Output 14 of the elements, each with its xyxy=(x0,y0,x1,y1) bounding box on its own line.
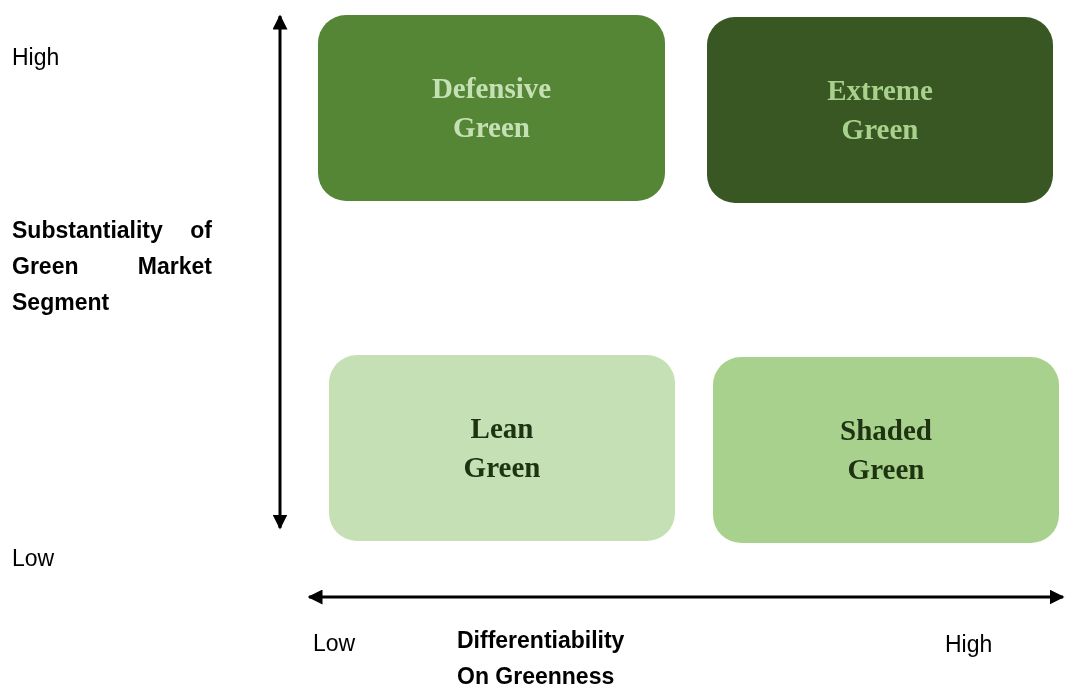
quadrant-box xyxy=(329,355,675,541)
axis-title: Differentiability On Greenness xyxy=(457,626,626,691)
quadrant-label: Defensive Green xyxy=(430,71,553,145)
quadrant-label: Shaded Green xyxy=(839,413,933,487)
axis-tick-label: High xyxy=(945,631,993,658)
axis-tick-label: Low xyxy=(12,545,55,572)
axis-tick-label: High xyxy=(12,44,60,71)
quadrant-box xyxy=(713,357,1059,543)
axis-title: Substantiality of Green Market Segment xyxy=(12,216,212,317)
quadrant-label: Extreme Green xyxy=(826,73,934,147)
quadrant-box xyxy=(318,15,665,201)
axis-tick-label: Low xyxy=(313,630,356,657)
quadrant-label: Lean Green xyxy=(462,411,542,485)
quadrant-box xyxy=(707,17,1053,203)
